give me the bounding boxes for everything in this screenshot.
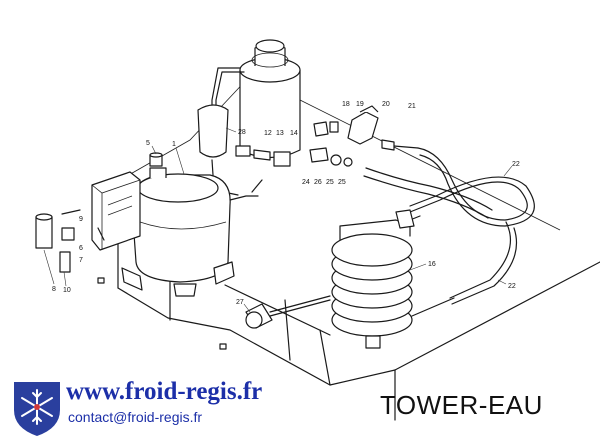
callout-9: 9 [79,216,83,223]
water-valve-group [309,105,419,167]
callout-24: 24 [302,179,310,186]
callout-25b: 25 [338,179,346,186]
callout-27: 27 [236,299,244,306]
callout-22-lower: 22 [508,283,516,290]
fittings-12-14 [235,145,291,193]
water-condenser-coil [331,209,455,349]
callout-10: 10 [63,287,71,294]
callout-labels: 1 5 6 7 8 9 10 12 13 14 16 18 19 20 21 2… [43,101,520,313]
callout-20: 20 [382,101,390,108]
callout-21: 21 [408,103,416,110]
callout-1: 1 [172,141,176,148]
compressor [121,167,259,297]
callout-16: 16 [428,261,436,268]
callout-14: 14 [290,130,298,137]
callout-12: 12 [264,130,272,137]
callout-26: 26 [314,179,322,186]
website-link[interactable]: www.froid-regis.fr [66,378,263,405]
starter-relay-box [91,171,141,251]
callout-6: 6 [79,245,83,252]
model-title: TOWER-EAU [380,390,543,420]
fitting-5 [149,152,163,167]
receiver-tank [239,39,301,159]
callout-5: 5 [146,140,150,147]
callout-13: 13 [276,130,284,137]
callout-18: 18 [342,101,350,108]
callout-28: 28 [238,129,246,136]
callout-25a: 25 [326,179,334,186]
water-regulating-valve [245,295,331,329]
callout-8: 8 [52,286,56,293]
callout-19: 19 [356,101,364,108]
callout-22-upper: 22 [512,161,520,168]
snowflake-shield-icon [14,382,60,436]
capacitor-parts [35,209,227,350]
water-hoses [363,147,535,305]
callout-7: 7 [79,257,83,264]
contact-email-link[interactable]: contact@froid-regis.fr [68,409,203,425]
